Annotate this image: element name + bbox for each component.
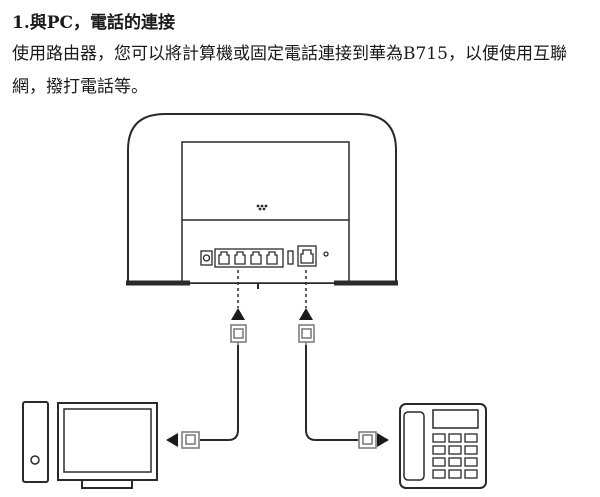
phone-keypad-icon: [432, 433, 478, 479]
left-arrow-icon: [166, 433, 178, 447]
cable-lines: [200, 345, 358, 441]
rj-plug-horizontal-icon: [181, 431, 377, 449]
router-indicator-icon: [256, 204, 268, 211]
up-arrow-icon: [231, 308, 313, 320]
router-ports-icon: [200, 245, 329, 268]
rj-plug-icon: [230, 324, 315, 345]
instruction-paragraph: 使用路由器，您可以將計算機或固定電話連接到華為B715，以便使用互聯網，撥打電話…: [12, 44, 567, 97]
dashed-link-lines: [237, 270, 307, 308]
section-heading: 1.與PC，電話的連接: [12, 13, 176, 33]
router-icon: [126, 113, 398, 289]
right-arrow-icon: [377, 433, 389, 447]
desktop-computer-icon: [22, 401, 158, 489]
